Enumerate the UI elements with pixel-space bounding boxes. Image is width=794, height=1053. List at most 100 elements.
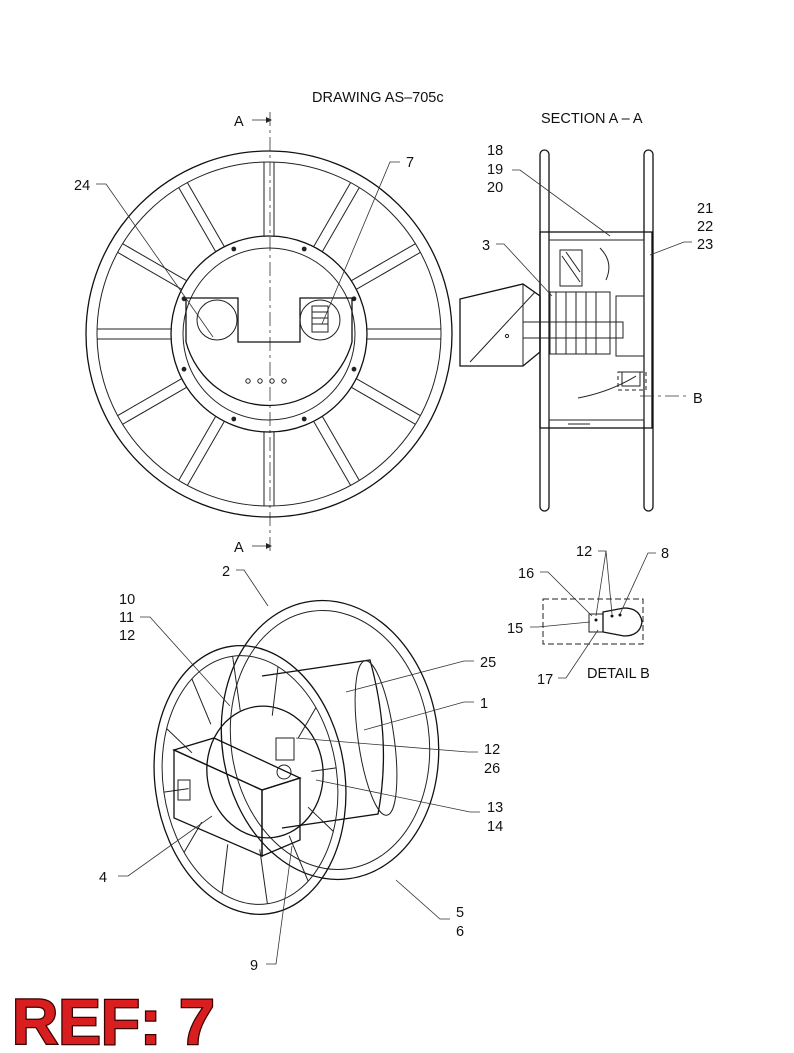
spoke-edge xyxy=(356,251,421,290)
iso-spoke xyxy=(259,849,268,904)
callout-12-iso-b: 12 xyxy=(484,742,500,758)
spoke-edge xyxy=(117,378,182,417)
spoke-edge xyxy=(351,243,416,282)
iso-spoke xyxy=(307,806,334,832)
iso-hub xyxy=(206,705,324,839)
hub-bolt xyxy=(231,246,237,252)
iso-spoke xyxy=(311,767,337,772)
section-marker-top: A xyxy=(234,114,272,130)
hub-bolt xyxy=(351,366,357,372)
callout-3: 3 xyxy=(482,238,490,254)
callout-21: 21 xyxy=(697,201,713,217)
iso-spoke xyxy=(183,821,203,853)
iso-spoke xyxy=(191,678,212,725)
svg-text:A: A xyxy=(234,114,244,130)
iso-box-front xyxy=(173,748,263,857)
spoke-edge xyxy=(178,187,217,252)
callout-2: 2 xyxy=(222,564,230,580)
section-title: SECTION A – A xyxy=(541,111,643,127)
front-view: A A 24 xyxy=(74,112,453,556)
iso-motor xyxy=(275,737,295,761)
hub-bolt xyxy=(351,296,357,302)
inner-flange-rim xyxy=(96,161,442,507)
iso-spoke xyxy=(271,666,279,716)
callout-11: 11 xyxy=(119,610,134,626)
callout-17: 17 xyxy=(537,672,553,688)
isometric-view: 2 10 11 12 25 1 12 26 13 14 4 5 6 9 xyxy=(99,564,503,974)
spoke-edge xyxy=(351,386,416,425)
iso-spoke xyxy=(166,728,193,754)
callout-4: 4 xyxy=(99,870,107,886)
iso-spoke xyxy=(163,788,189,793)
hub-bolts xyxy=(181,246,357,422)
callout-detail-12: 12 xyxy=(576,544,592,560)
iso-front-flange xyxy=(153,645,347,915)
section-shaft xyxy=(522,321,624,339)
callout-26: 26 xyxy=(484,761,500,777)
hub-bolt xyxy=(301,416,307,422)
callout-23: 23 xyxy=(697,237,713,253)
spoke-edge xyxy=(122,386,187,425)
iso-spoke xyxy=(288,835,309,882)
hub-bolt xyxy=(231,416,237,422)
callout-10: 10 xyxy=(119,592,135,608)
callout-15: 15 xyxy=(507,621,523,637)
iso-spoke xyxy=(297,707,317,739)
detail-connector xyxy=(602,607,643,637)
port-holes xyxy=(245,378,287,384)
callout-13: 13 xyxy=(487,800,503,816)
section-left-flange xyxy=(539,149,550,512)
iso-rear-flange xyxy=(220,599,440,881)
spoke-edge xyxy=(186,182,225,247)
spoke-edge xyxy=(178,416,217,481)
iso-spoke xyxy=(221,844,229,894)
callout-6: 6 xyxy=(456,924,464,940)
detail-marker-b: B xyxy=(693,391,703,407)
spoke-edge xyxy=(313,182,352,247)
outer-flange-rim xyxy=(85,150,453,518)
right-sensor-ring xyxy=(299,299,341,341)
callout-22: 22 xyxy=(697,219,713,235)
drawing-title: DRAWING AS–705c xyxy=(312,90,444,106)
spoke-edge xyxy=(356,378,421,417)
callout-7: 7 xyxy=(406,155,414,171)
collector-housing xyxy=(185,297,353,407)
section-collector-box xyxy=(459,283,541,367)
spoke-edge xyxy=(186,421,225,486)
callout-16: 16 xyxy=(518,566,534,582)
callout-19: 19 xyxy=(487,162,503,178)
section-marker-bottom: A xyxy=(234,540,272,556)
callout-24: 24 xyxy=(74,178,90,194)
hub-bolt xyxy=(181,366,187,372)
iso-drum xyxy=(261,659,385,829)
callout-14: 14 xyxy=(487,819,503,835)
callout-5: 5 xyxy=(456,905,464,921)
section-detail-b-block xyxy=(621,371,641,387)
callout-25: 25 xyxy=(480,655,496,671)
detail-title: DETAIL B xyxy=(587,666,650,682)
iso-box-top xyxy=(172,737,302,791)
hub-bolt xyxy=(301,246,307,252)
callout-18: 18 xyxy=(487,143,503,159)
iso-box-label xyxy=(177,779,191,801)
iso-spoke xyxy=(232,656,241,711)
section-view: 18 19 20 3 21 22 23 B xyxy=(459,143,713,512)
spoke-edge xyxy=(122,243,187,282)
section-motor xyxy=(559,249,583,287)
iso-box-side xyxy=(261,777,301,857)
callout-20: 20 xyxy=(487,180,503,196)
left-sensor-ring xyxy=(196,299,238,341)
drum xyxy=(182,247,356,421)
callout-9: 9 xyxy=(250,958,258,974)
callout-8: 8 xyxy=(661,546,669,562)
detail-view: 12 8 16 15 17 xyxy=(507,544,669,688)
flange-spokes xyxy=(97,162,441,506)
right-sensor-coil xyxy=(311,305,329,333)
spoke-edge xyxy=(313,421,352,486)
spoke-edge xyxy=(117,251,182,290)
reference-stamp: REF: 7 xyxy=(12,986,215,1053)
detail-boundary xyxy=(542,598,644,645)
spoke-edge xyxy=(321,187,360,252)
detail-terminal-block xyxy=(588,613,604,633)
